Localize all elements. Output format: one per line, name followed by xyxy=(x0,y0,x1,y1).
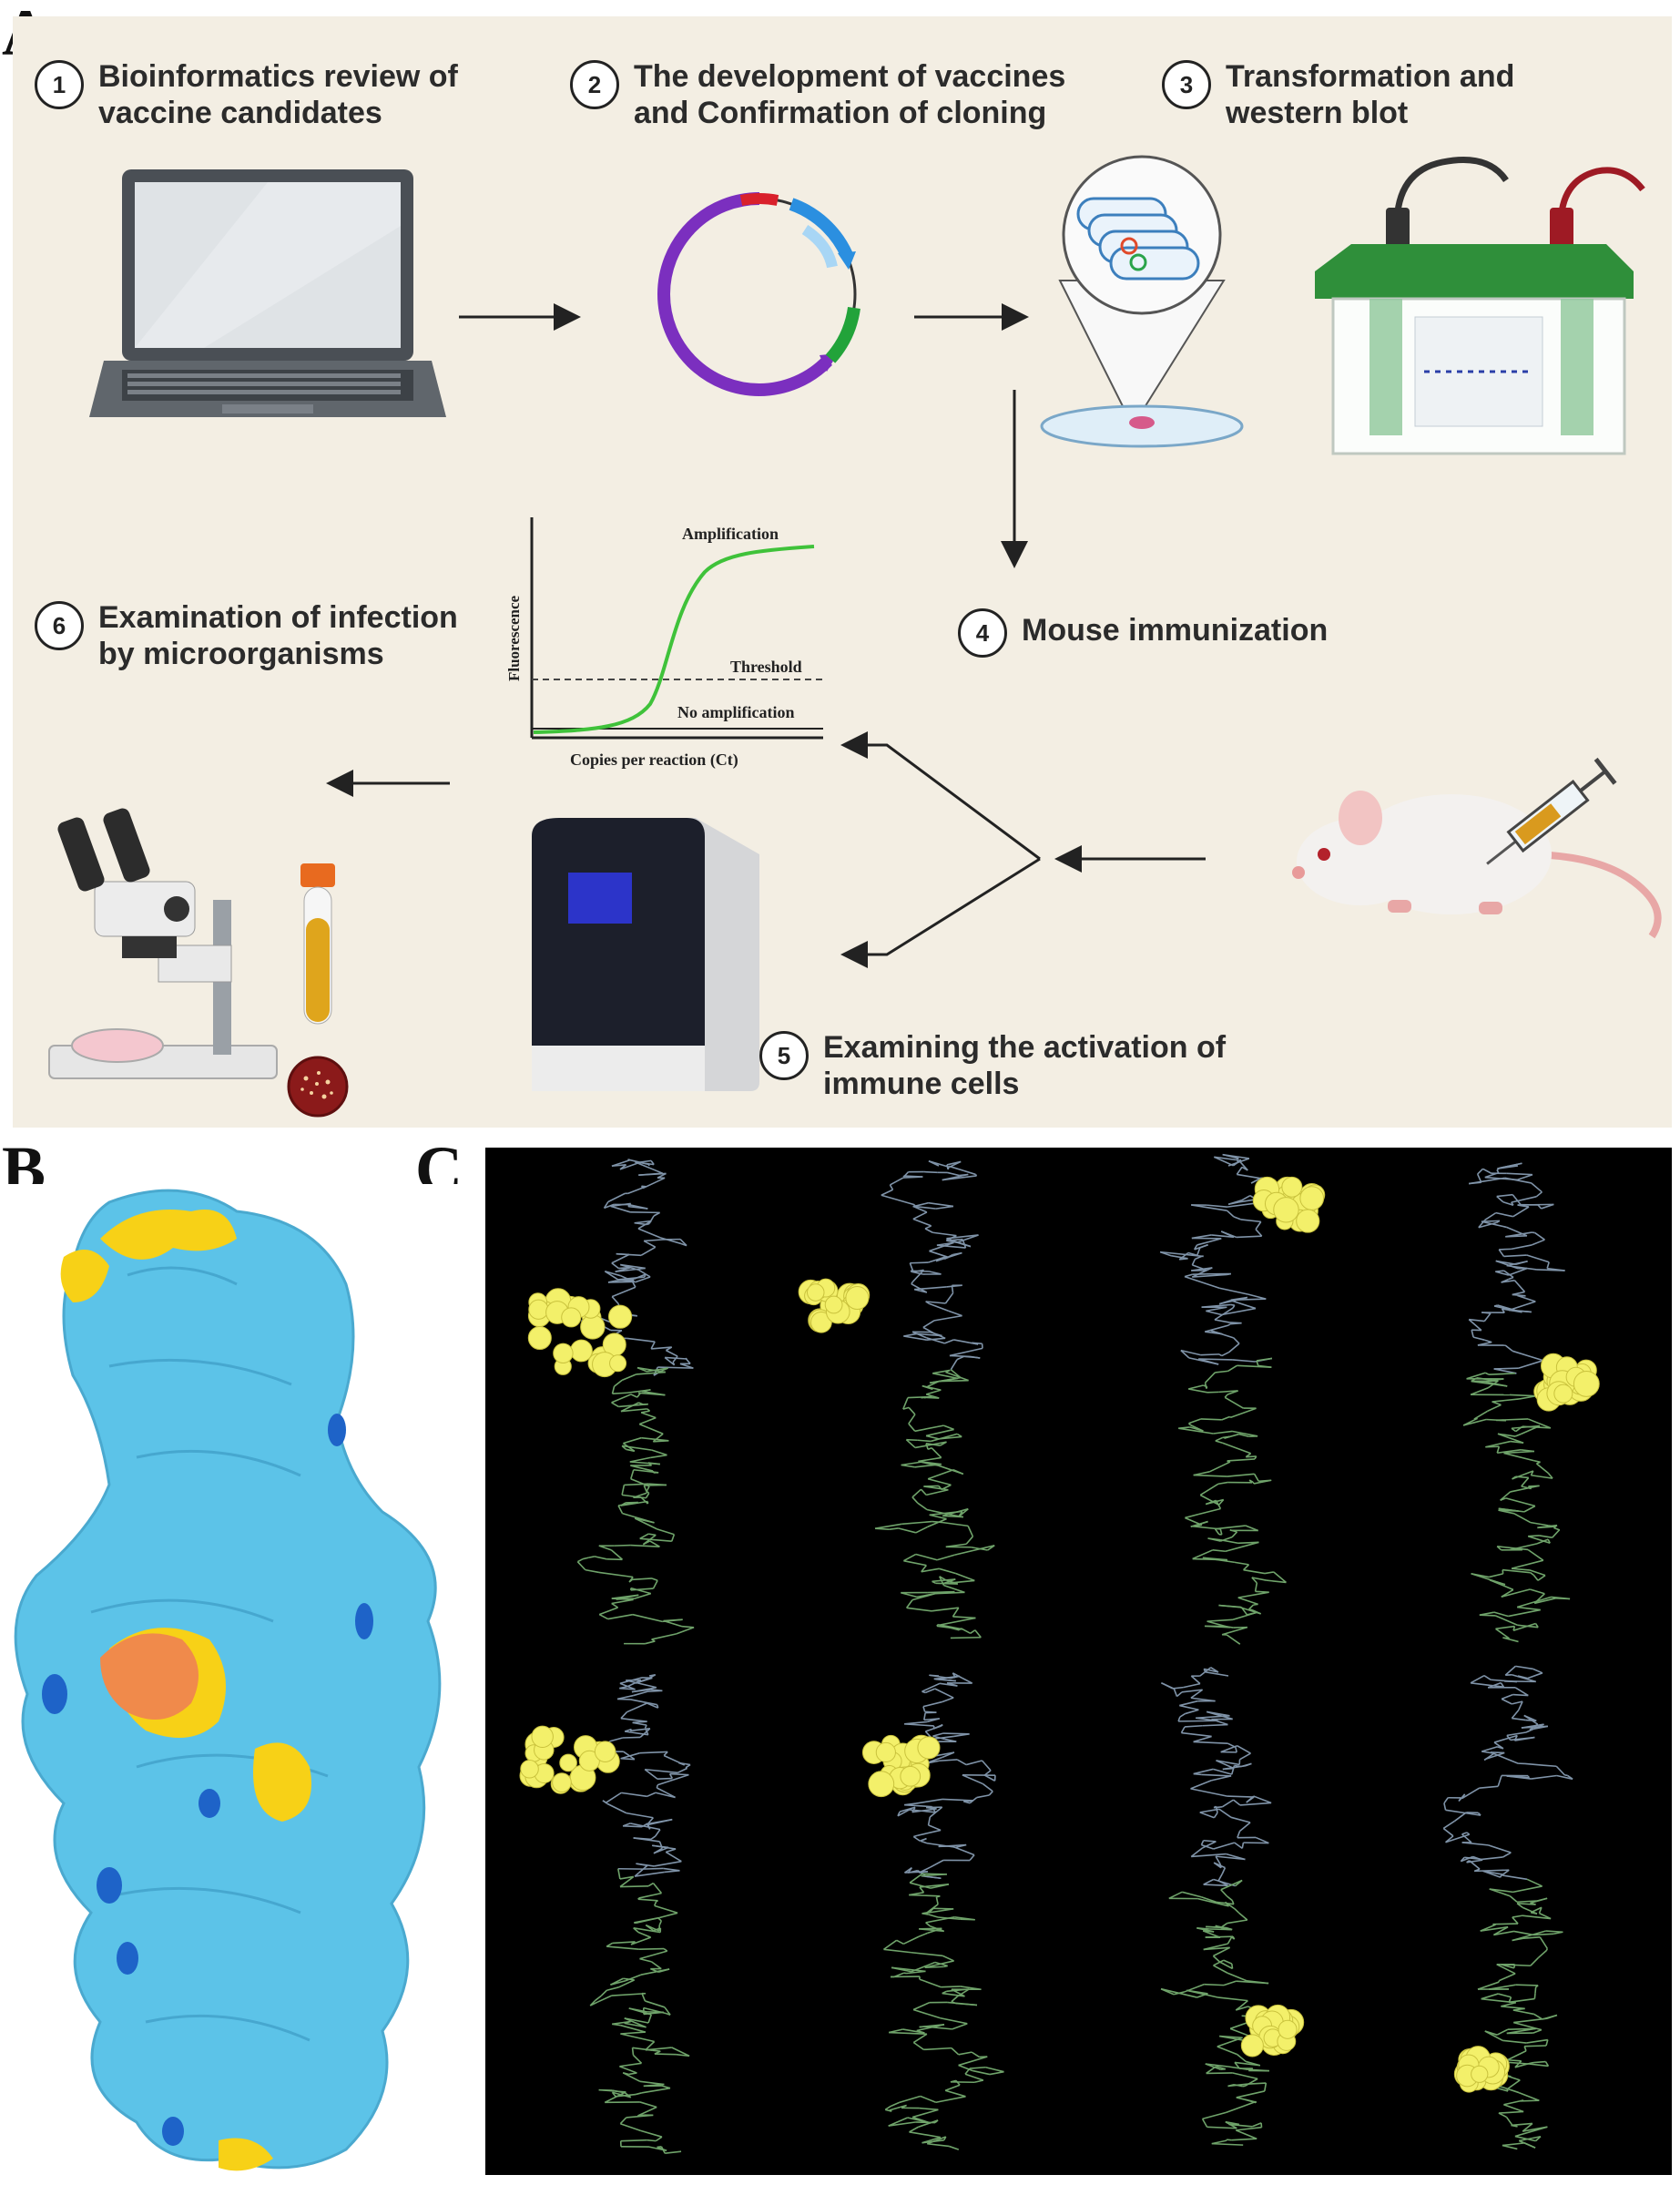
syringe-icon xyxy=(1461,745,1643,882)
qpcr-chart: Fluorescence Copies per reaction (Ct) Am… xyxy=(486,499,850,791)
epitope-structures-panel xyxy=(485,1148,1672,2175)
structure-4 xyxy=(1463,1163,1599,1641)
qpcr-ylabel: Fluorescence xyxy=(505,595,523,681)
workflow-panel: 1 Bioinformatics review of vaccine candi… xyxy=(13,16,1672,1128)
structure-2 xyxy=(799,1161,994,1639)
structure-5 xyxy=(520,1675,690,2153)
microscope-icon xyxy=(40,800,286,1091)
structure-8 xyxy=(1443,1666,1573,2149)
structure-1 xyxy=(528,1159,694,1644)
structure-6 xyxy=(862,1673,1003,2149)
protein-surface-model xyxy=(0,1184,473,2180)
protein-surface-panel xyxy=(0,1184,473,2180)
flow-cytometer-icon xyxy=(504,818,778,1109)
qpcr-xlabel: Copies per reaction (Ct) xyxy=(570,750,738,770)
blood-tube-icon xyxy=(295,863,341,1027)
agar-plate-icon xyxy=(286,1055,350,1118)
qpcr-threshold-label: Threshold xyxy=(730,658,802,676)
qpcr-amplification-label: Amplification xyxy=(682,525,779,543)
structure-3 xyxy=(1160,1155,1325,1645)
qpcr-no-amplification-label: No amplification xyxy=(677,703,795,721)
structure-7 xyxy=(1161,1668,1304,2145)
epitope-structure-grid xyxy=(485,1148,1672,2175)
